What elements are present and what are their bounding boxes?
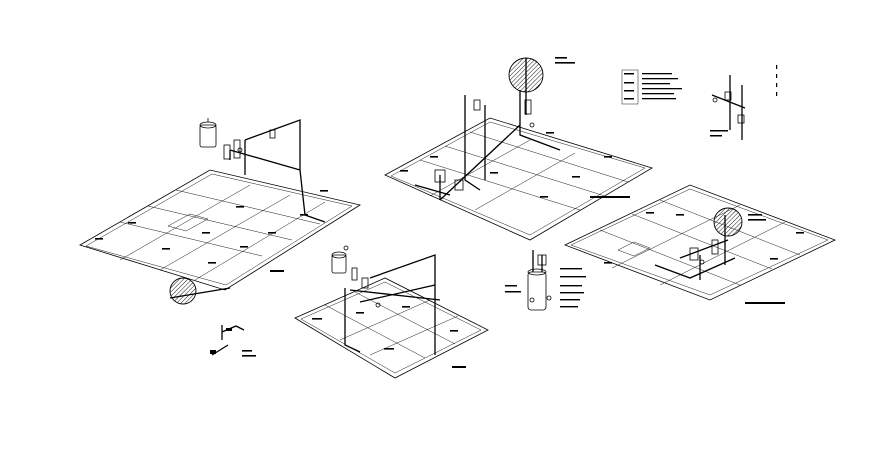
isometric-view-right	[563, 184, 837, 304]
riser-pipe	[244, 119, 301, 170]
supply-pipe	[229, 149, 326, 223]
floor-slab-outline	[79, 169, 362, 291]
floor-slab-inner	[85, 173, 353, 286]
supply-pipe-4	[654, 257, 736, 279]
detail-callout-circle	[169, 277, 231, 305]
water-heater-detail	[505, 250, 586, 311]
floor-slab-outline-3	[384, 117, 653, 241]
isometric-view-left	[79, 118, 362, 357]
detail-callout-circle-2	[508, 57, 575, 115]
floor-slab-outline-4	[563, 184, 837, 301]
wall-markers	[95, 190, 328, 272]
main-pipe-3	[519, 90, 561, 151]
water-tank	[199, 118, 217, 148]
riser-detail-small	[210, 325, 256, 357]
valve-cluster	[223, 129, 276, 160]
main-pipe-2	[369, 254, 436, 355]
riser-pipe-3	[464, 95, 481, 191]
pipe-legend-block	[621, 65, 778, 140]
detail-callout-circle-3	[713, 207, 766, 237]
floor-slab-outline-2	[294, 277, 489, 379]
isometric-view-top-center	[384, 57, 653, 241]
riser-pipe-2	[344, 288, 361, 353]
isometric-view-center-bottom	[294, 245, 489, 379]
water-tank-2	[331, 245, 349, 274]
